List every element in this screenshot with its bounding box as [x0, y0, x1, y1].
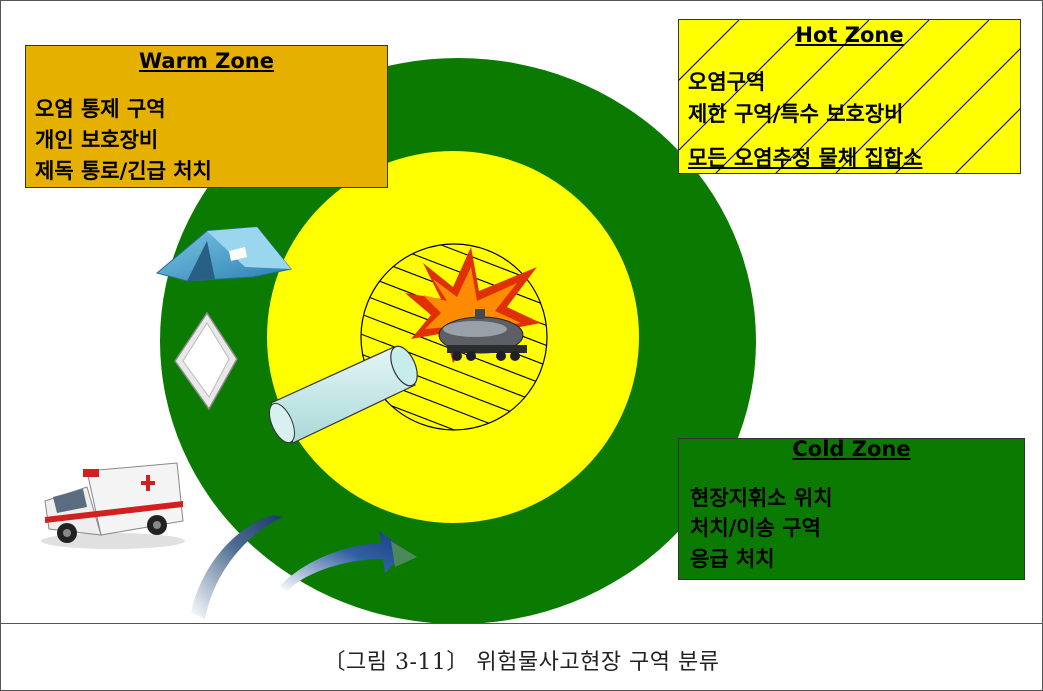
- warm-zone-line-3: 제독 통로/긴급 처치: [35, 159, 212, 183]
- pipe-icon: [268, 345, 418, 444]
- cold-zone-line-3: 응급 처치: [690, 547, 775, 571]
- hot-zone-line-3: 모든 오염추정 물체 집합소: [688, 146, 923, 170]
- hot-zone-line-2: 제한 구역/특수 보호장비: [688, 102, 904, 126]
- cold-zone-line-1: 현장지휘소 위치: [690, 486, 833, 510]
- warm-zone-line-1: 오염 통제 구역: [35, 97, 166, 121]
- ambulance-icon: [41, 462, 185, 549]
- arrow-icon: [191, 515, 417, 619]
- cold-zone-title: Cold Zone: [792, 437, 911, 461]
- caption-bar: 〔그림 3-11〕 위험물사고현장 구역 분류: [1, 623, 1042, 691]
- hot-zone-box: Hot Zone 오염구역 제한 구역/특수 보호장비 모든 오염추정 물체 집…: [678, 19, 1021, 174]
- hot-zone-box-hatching: [679, 20, 1020, 173]
- tanker-car-icon: [438, 309, 527, 361]
- diamond-sign-icon: [174, 311, 238, 411]
- tent-icon: [155, 226, 292, 282]
- figure-caption: 〔그림 3-11〕 위험물사고현장 구역 분류: [323, 650, 720, 675]
- hot-zone-title: Hot Zone: [795, 23, 904, 47]
- zone-diagram-graphic: [41, 58, 756, 624]
- cold-zone-box: Cold Zone 현장지휘소 위치 처치/이송 구역 응급 처치: [678, 437, 1025, 580]
- warm-zone-line-2: 개인 보호장비: [35, 128, 159, 152]
- cold-zone-line-2: 처치/이송 구역: [690, 516, 821, 540]
- hot-zone-line-1: 오염구역: [688, 70, 766, 94]
- warm-zone-box: Warm Zone 오염 통제 구역 개인 보호장비 제독 통로/긴급 처치: [25, 45, 388, 188]
- zone-diagram: Warm Zone 오염 통제 구역 개인 보호장비 제독 통로/긴급 처치 H…: [1, 1, 1042, 624]
- warm-zone-title: Warm Zone: [139, 49, 274, 73]
